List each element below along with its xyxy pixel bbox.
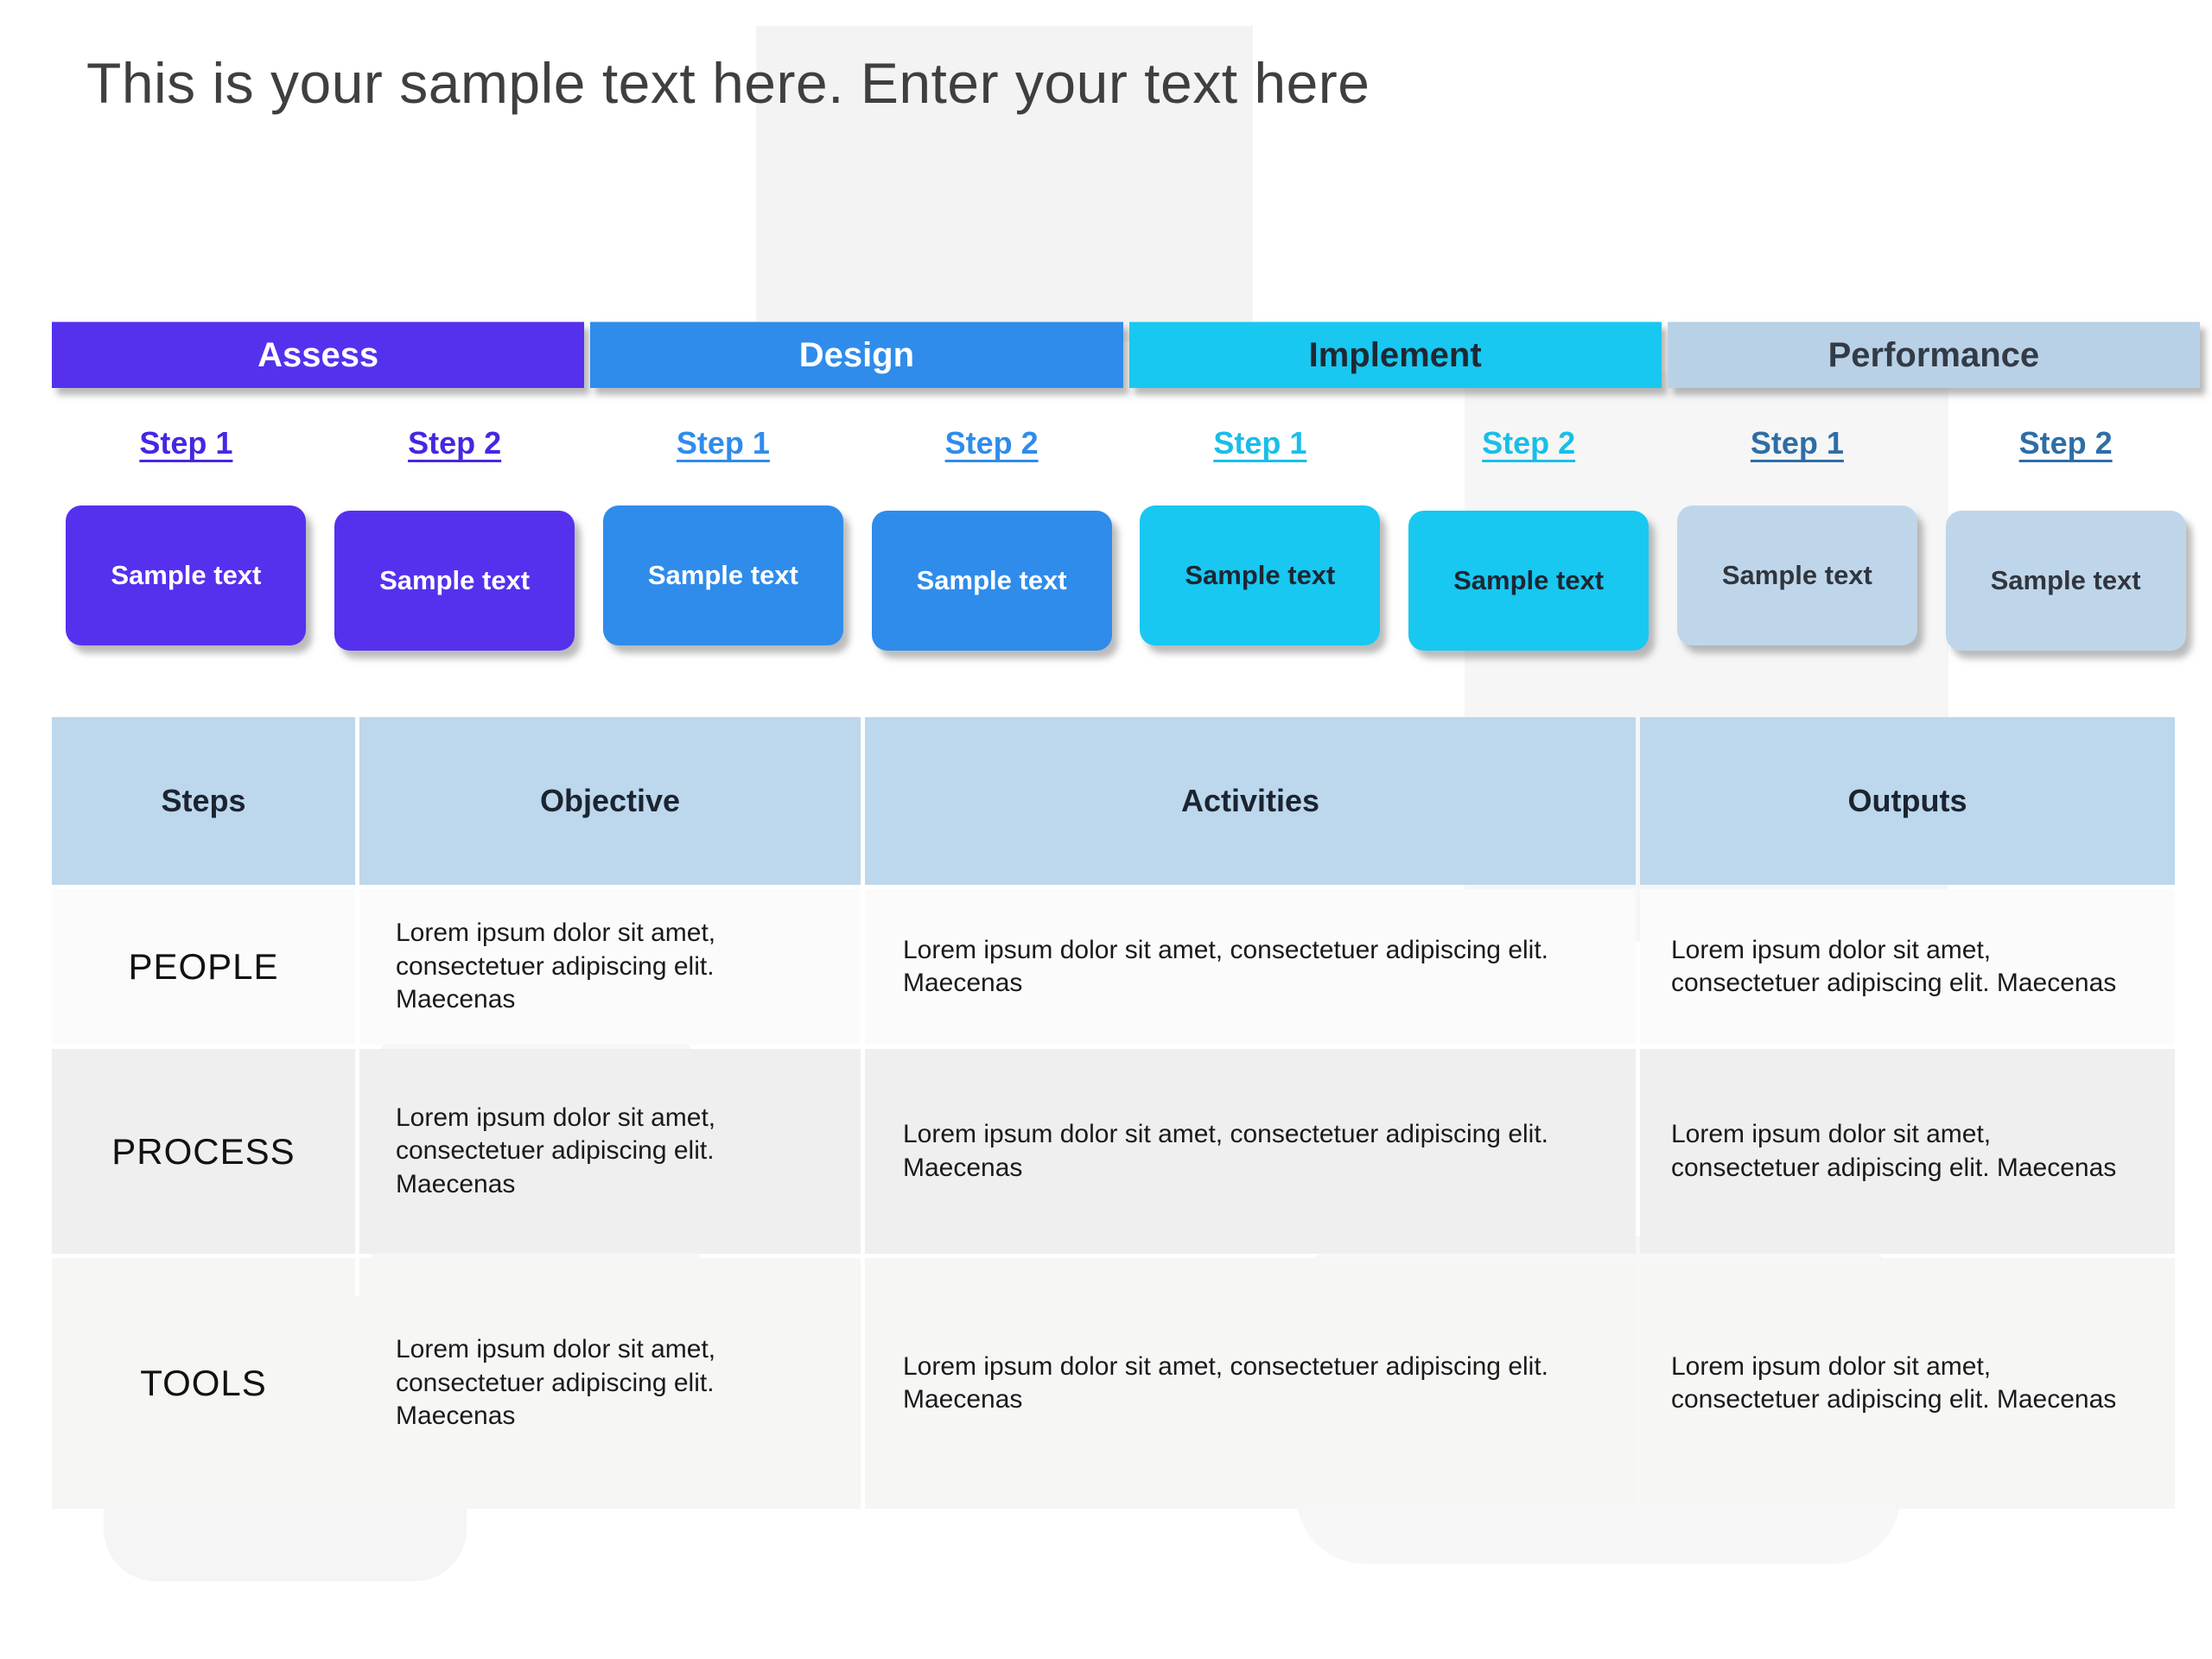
phase-bar-performance[interactable]: Performance	[1667, 321, 2200, 388]
step-link-implement-2[interactable]: Step 2	[1482, 425, 1576, 461]
row-label-people: PEOPLE	[52, 889, 355, 1045]
page-title: This is your sample text here. Enter you…	[86, 51, 1370, 115]
phase-bar-assess[interactable]: Assess	[52, 321, 585, 388]
sample-box-row: Sample text Sample text Sample text Samp…	[52, 505, 2200, 651]
sample-box-assess-2[interactable]: Sample text	[334, 511, 575, 651]
people-activities-cell: Lorem ipsum dolor sit amet, consectetuer…	[865, 889, 1636, 1045]
step-link-design-2[interactable]: Step 2	[944, 425, 1039, 461]
step-link-assess-1[interactable]: Step 1	[139, 425, 233, 461]
row-label-process: PROCESS	[52, 1049, 355, 1254]
step-link-row: Step 1 Step 2 Step 1 Step 2 Step 1 Step …	[52, 425, 2200, 461]
phase-bar-design[interactable]: Design	[590, 321, 1123, 388]
sample-box-assess-1[interactable]: Sample text	[66, 505, 307, 645]
tools-outputs-cell: Lorem ipsum dolor sit amet, consectetuer…	[1640, 1258, 2175, 1509]
sample-box-performance-1[interactable]: Sample text	[1676, 505, 1917, 645]
step-link-design-1[interactable]: Step 1	[676, 425, 770, 461]
tools-objective-cell: Lorem ipsum dolor sit amet, consectetuer…	[359, 1258, 861, 1509]
people-objective-cell: Lorem ipsum dolor sit amet, consectetuer…	[359, 889, 861, 1045]
phase-bar-row: Assess Design Implement Performance	[52, 321, 2200, 388]
step-link-implement-1[interactable]: Step 1	[1213, 425, 1307, 461]
column-header-outputs: Outputs	[1640, 717, 2175, 885]
sample-box-implement-2[interactable]: Sample text	[1408, 511, 1649, 651]
process-outputs-cell: Lorem ipsum dolor sit amet, consectetuer…	[1640, 1049, 2175, 1254]
summary-table: Steps Objective Activities Outputs PEOPL…	[52, 717, 2175, 1509]
tools-activities-cell: Lorem ipsum dolor sit amet, consectetuer…	[865, 1258, 1636, 1509]
sample-box-design-1[interactable]: Sample text	[602, 505, 843, 645]
step-link-performance-2[interactable]: Step 2	[2018, 425, 2113, 461]
step-link-assess-2[interactable]: Step 2	[408, 425, 502, 461]
process-activities-cell: Lorem ipsum dolor sit amet, consectetuer…	[865, 1049, 1636, 1254]
row-label-tools: TOOLS	[52, 1258, 355, 1509]
sample-box-implement-1[interactable]: Sample text	[1140, 505, 1381, 645]
phase-bar-implement[interactable]: Implement	[1128, 321, 1662, 388]
column-header-activities: Activities	[865, 717, 1636, 885]
column-header-objective: Objective	[359, 717, 861, 885]
column-header-steps: Steps	[52, 717, 355, 885]
step-link-performance-1[interactable]: Step 1	[1750, 425, 1844, 461]
sample-box-design-2[interactable]: Sample text	[871, 511, 1112, 651]
sample-box-performance-2[interactable]: Sample text	[1945, 511, 2186, 651]
people-outputs-cell: Lorem ipsum dolor sit amet, consectetuer…	[1640, 889, 2175, 1045]
process-objective-cell: Lorem ipsum dolor sit amet, consectetuer…	[359, 1049, 861, 1254]
